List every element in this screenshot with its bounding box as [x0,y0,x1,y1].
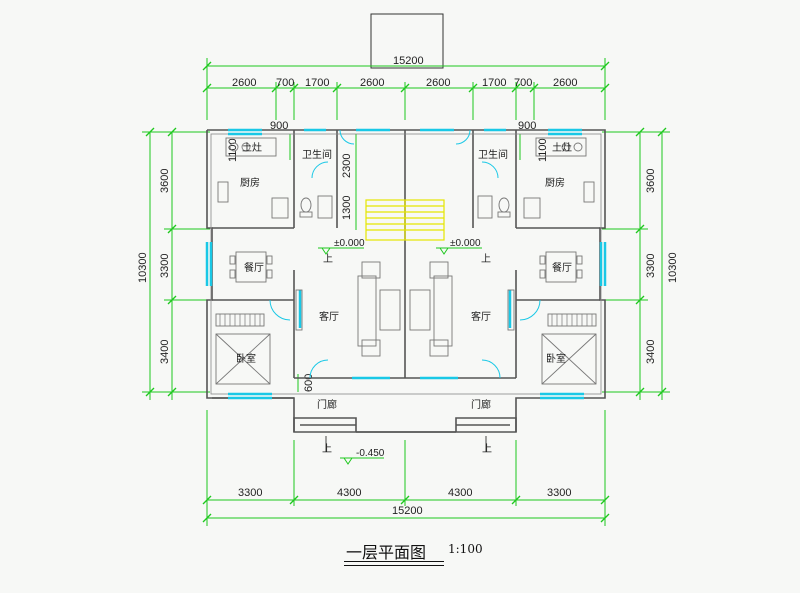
dim-900-right: 900 [518,120,536,132]
wardrobe-hangers [219,314,593,326]
door-swings [269,129,541,379]
up-arrows [325,436,487,452]
top-overall-dim: 15200 [393,55,424,67]
up-mark-porch-left: 上 [322,443,332,455]
top-dim-7: 700 [514,77,532,89]
label-living-right: 客厅 [471,310,491,323]
label-stove-right: 土灶 [552,141,572,154]
label-bathroom-right: 卫生间 [478,148,508,161]
top-dim-8: 2600 [553,77,577,89]
windows [205,128,607,400]
stairs [365,199,445,241]
dim-600: 600 [303,374,315,392]
right-total-dim: 10300 [667,252,679,283]
top-dim-2: 700 [276,77,294,89]
label-dining-right: 餐厅 [552,261,572,274]
top-dim-1: 2600 [232,77,256,89]
label-bathroom-left: 卫生间 [302,148,332,161]
up-mark-porch-right: 上 [482,443,492,455]
drawing-scale: 1:100 [448,542,483,556]
walls [206,129,606,433]
fixtures [215,137,597,385]
bottom-overall-dim: 15200 [392,505,423,517]
left-dim-2: 3300 [159,254,171,278]
level-mark-left: ±0.000 [334,238,365,249]
bottom-dim-3: 4300 [448,487,472,499]
roof-outline [370,13,444,69]
dimension-lines [142,58,670,526]
drawing-title: 一层平面图 [346,543,427,562]
left-dim-1: 3600 [159,169,171,193]
dim-900-left: 900 [270,120,288,132]
label-kitchen-left: 厨房 [240,176,260,189]
level-mark-right: ±0.000 [450,238,481,249]
dim-1100-left: 1100 [227,138,239,162]
bottom-dim-2: 4300 [337,487,361,499]
label-porch-left: 门廊 [317,398,337,411]
label-stove-left: 土灶 [242,141,262,154]
dim-2300: 2300 [341,154,353,178]
label-kitchen-right: 厨房 [545,176,565,189]
right-dim-3: 3400 [645,340,657,364]
dim-1100-right: 1100 [537,138,549,162]
top-dim-5: 2600 [426,77,450,89]
bottom-dim-1: 3300 [238,487,262,499]
level-mark-outdoor: -0.450 [356,448,385,459]
title-underline-thin [344,565,444,566]
up-mark-stair-right: 上 [481,253,491,265]
title-underline-thick [344,561,444,562]
left-dim-3: 3400 [159,340,171,364]
level-symbols [318,247,482,465]
label-living-left: 客厅 [319,310,339,323]
top-dim-6: 1700 [482,77,506,89]
right-dim-2: 3300 [645,254,657,278]
left-total-dim: 10300 [137,252,149,283]
right-dim-1: 3600 [645,169,657,193]
dim-1300: 1300 [341,196,353,220]
label-porch-right: 门廊 [471,398,491,411]
dimension-ticks [145,61,667,523]
top-dim-4: 2600 [360,77,384,89]
top-dim-3: 1700 [305,77,329,89]
label-bedroom-right: 卧室 [546,352,566,365]
bottom-dim-4: 3300 [547,487,571,499]
up-mark-stair-left: 上 [323,253,333,265]
label-dining-left: 餐厅 [244,261,264,274]
drawing-title-block: 一层平面图 1:100 [344,539,496,566]
label-bedroom-left: 卧室 [236,352,256,365]
